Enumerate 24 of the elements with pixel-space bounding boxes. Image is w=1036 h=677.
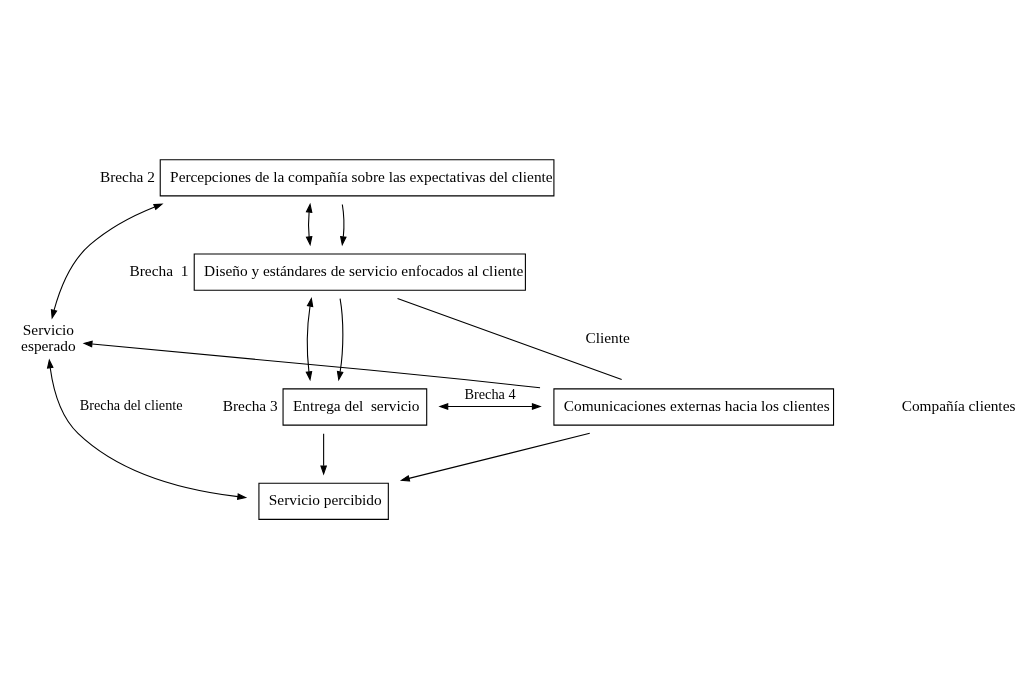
arrow xyxy=(46,357,248,500)
arrow xyxy=(50,203,164,319)
node-box: Percepciones de la compañía sobre las expectativas del cliente xyxy=(159,158,555,196)
arrow xyxy=(305,296,314,381)
edge-label: Brecha 4 xyxy=(464,385,516,402)
node-label: Brecha 3 xyxy=(222,396,278,414)
arrow xyxy=(339,203,347,246)
label: Cliente xyxy=(585,328,630,346)
node-box: Entrega del servicio xyxy=(282,387,428,426)
connector xyxy=(396,297,623,380)
arrow xyxy=(82,340,541,388)
node-label: Brecha 2 xyxy=(99,167,155,185)
node-box: Comunicaciones externas hacia los clientes xyxy=(553,387,835,426)
arrow xyxy=(336,297,344,381)
node-box: Diseño y estándares de servicio enfocados al cliente xyxy=(193,252,526,291)
arrow xyxy=(438,402,542,410)
edge-label: Brecha del cliente xyxy=(79,396,183,413)
arrow xyxy=(399,432,591,482)
arrow xyxy=(320,432,328,475)
arrow xyxy=(305,202,313,246)
node-box: Servicio percibido xyxy=(258,482,389,520)
node-text: Servicio esperado xyxy=(21,320,76,354)
node-label: Brecha 1 xyxy=(129,261,189,279)
label: Compañía clientes xyxy=(901,396,1016,413)
